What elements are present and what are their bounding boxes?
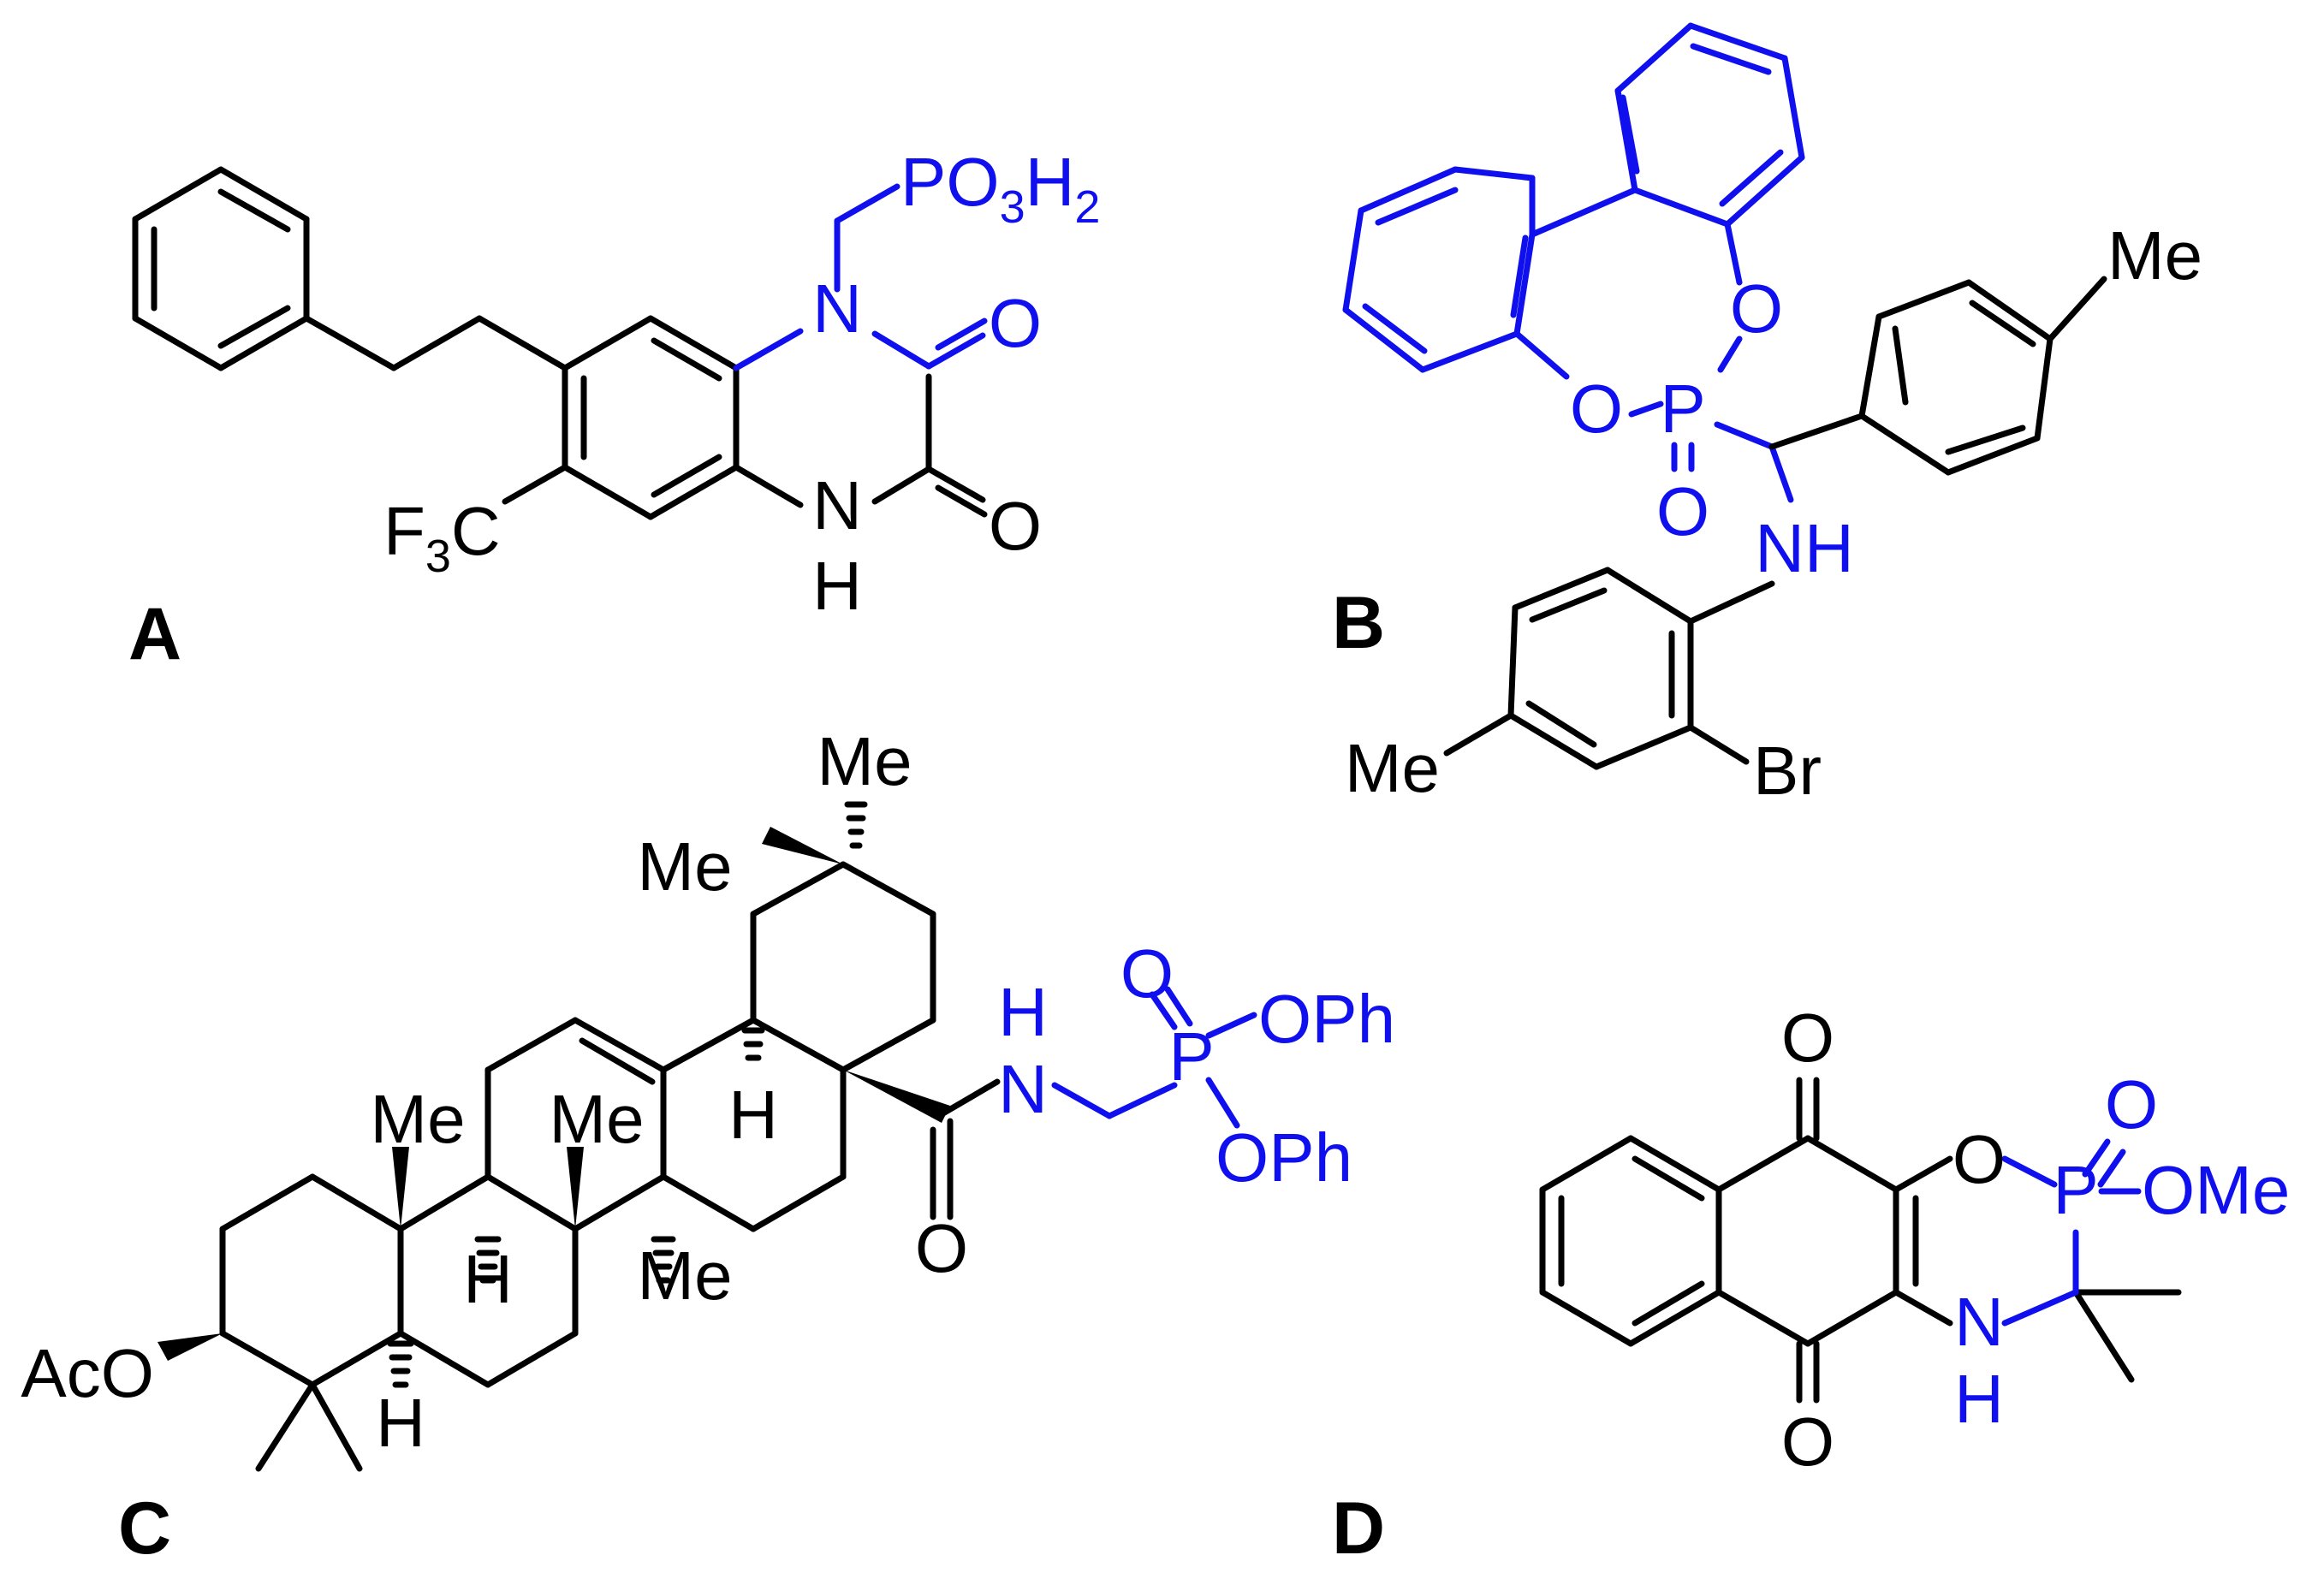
atom-n: N xyxy=(812,270,862,347)
compound-a: N O O N H PO3H2 F3C A xyxy=(128,144,1100,675)
phosphonic-acid-group: PO3H2 xyxy=(900,144,1100,233)
atom-o: O xyxy=(1781,1000,1834,1076)
caption-b: B xyxy=(1332,582,1385,664)
atom-h: H xyxy=(812,548,862,624)
atom-o: O xyxy=(1730,270,1783,347)
methyl-label: Me xyxy=(1345,730,1440,806)
atom-n: N xyxy=(812,467,862,543)
compound-c-bonds xyxy=(219,861,1001,1472)
atom-p: P xyxy=(2053,1152,2098,1228)
methoxy-label: OMe xyxy=(2142,1152,2290,1228)
atom-h: H xyxy=(463,1241,513,1317)
methyl-label: Me xyxy=(637,1238,732,1314)
compound-c: Me Me Me Me Me H H H AcO O H N P O OPh O… xyxy=(21,723,1395,1570)
atom-h: H xyxy=(998,974,1048,1050)
atom-p: P xyxy=(1168,1018,1214,1095)
atom-p: P xyxy=(1660,371,1705,447)
methyl-label: Me xyxy=(637,828,732,905)
caption-d: D xyxy=(1332,1487,1385,1570)
atom-o: O xyxy=(1570,371,1623,447)
compound-b: O O P O NH Me Me Br B xyxy=(1332,22,2202,809)
methyl-label: Me xyxy=(370,1081,465,1157)
compound-b-labels: O O P O NH Me Me Br xyxy=(1345,217,2202,809)
phenoxy-label: OPh xyxy=(1258,981,1395,1057)
compound-a-bonds xyxy=(132,166,988,520)
atom-o: O xyxy=(989,488,1042,564)
atom-o: O xyxy=(1953,1121,2006,1197)
acetoxy-label: AcO xyxy=(21,1335,154,1411)
bromo-label: Br xyxy=(1753,733,1822,809)
compound-d-blue-bonds xyxy=(2001,1138,2142,1327)
atom-o: O xyxy=(2105,1066,2158,1143)
caption-c: C xyxy=(118,1487,171,1570)
amine-nh: NH xyxy=(1755,510,1854,586)
atom-n: N xyxy=(998,1051,1048,1127)
atom-o: O xyxy=(915,1210,968,1286)
trifluoromethyl-group: F3C xyxy=(383,493,501,582)
compound-c-labels: Me Me Me Me Me H H H AcO O H N P O OPh O… xyxy=(21,723,1395,1461)
atom-o: O xyxy=(1781,1404,1834,1480)
atom-h: H xyxy=(376,1385,425,1461)
atom-h: H xyxy=(1954,1361,2004,1437)
compound-b-blue-bonds xyxy=(1342,22,1805,503)
compound-d: O O O P O OMe N H D xyxy=(1332,1000,2290,1570)
compound-b-bonds xyxy=(1443,276,2107,770)
methyl-label: Me xyxy=(2107,217,2202,294)
compound-c-blue-bonds xyxy=(1051,986,1257,1129)
compound-d-labels: O O O P O OMe N H xyxy=(1781,1000,2290,1480)
compound-a-labels: N O O N H PO3H2 F3C xyxy=(383,144,1100,624)
methyl-label: Me xyxy=(549,1081,644,1157)
compound-a-blue-bonds xyxy=(733,183,988,371)
methyl-label: Me xyxy=(817,723,912,799)
atom-h: H xyxy=(728,1077,778,1153)
atom-o: O xyxy=(1120,935,1174,1012)
atom-n: N xyxy=(1954,1284,2004,1360)
atom-o: O xyxy=(989,285,1042,361)
compound-d-bonds xyxy=(1539,1077,2182,1404)
caption-a: A xyxy=(128,593,181,675)
atom-o: O xyxy=(1656,473,1709,549)
phenoxy-label: OPh xyxy=(1215,1119,1352,1196)
compound-c-stereo-bonds xyxy=(158,801,950,1388)
